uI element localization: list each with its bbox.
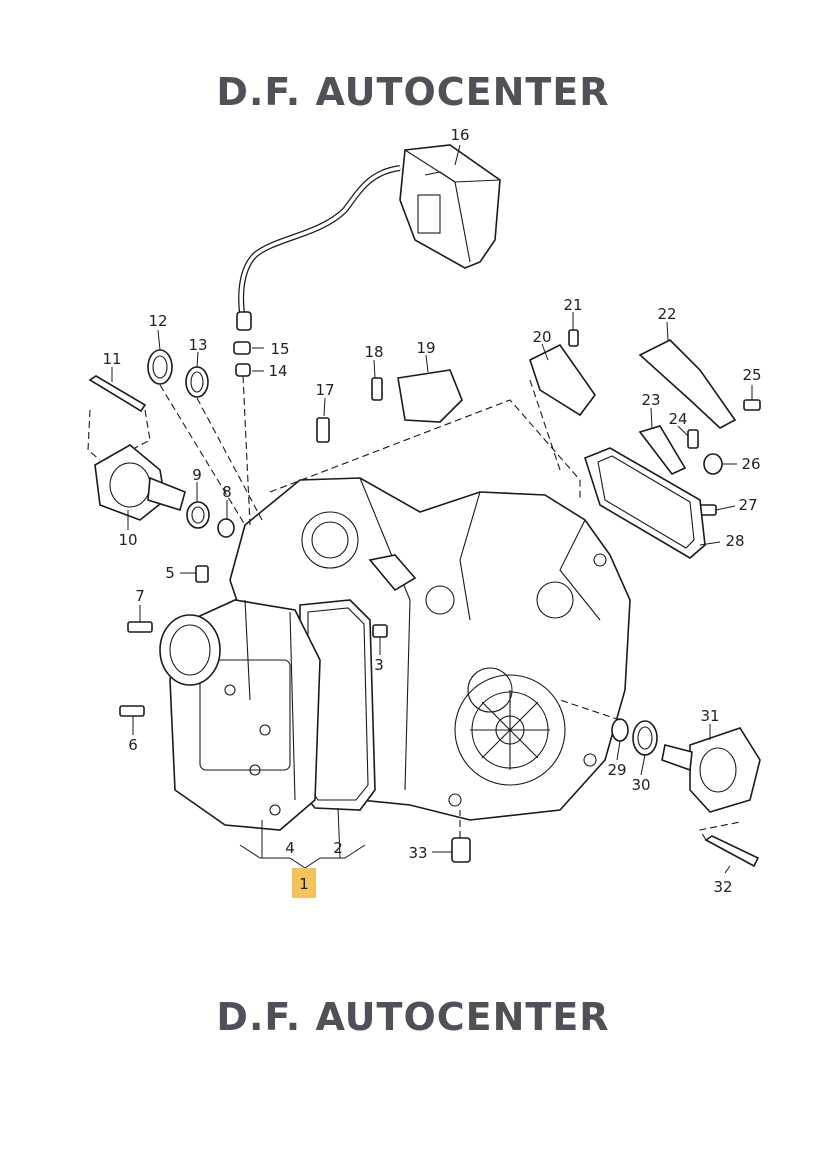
part-17-sleeve[interactable] xyxy=(316,417,330,443)
callout-24[interactable]: 24 xyxy=(668,410,687,428)
part-4-mechatronic-unit[interactable] xyxy=(159,599,321,831)
part-3-plug[interactable] xyxy=(372,624,388,638)
callout-26[interactable]: 26 xyxy=(741,455,760,473)
part-15-cap[interactable] xyxy=(233,341,251,355)
part-29-o-ring[interactable] xyxy=(611,718,629,742)
part-6-bolt[interactable] xyxy=(119,705,145,717)
brand-title-bottom: D.F. AUTOCENTER xyxy=(216,995,610,1039)
callout-22[interactable]: 22 xyxy=(657,305,676,323)
callout-30[interactable]: 30 xyxy=(631,776,650,794)
callout-10[interactable]: 10 xyxy=(118,531,137,549)
part-22-bracket[interactable] xyxy=(638,339,737,429)
callout-6[interactable]: 6 xyxy=(128,736,138,754)
callout-4[interactable]: 4 xyxy=(285,839,295,857)
callout-5[interactable]: 5 xyxy=(165,564,175,582)
part-24-bolt[interactable] xyxy=(687,429,699,449)
leader-lines xyxy=(111,144,753,874)
callout-15[interactable]: 15 xyxy=(270,340,289,358)
callout-21[interactable]: 21 xyxy=(563,296,582,314)
callout-12[interactable]: 12 xyxy=(148,312,167,330)
part-28-cover[interactable] xyxy=(584,447,706,559)
callout-20[interactable]: 20 xyxy=(532,328,551,346)
callout-27[interactable]: 27 xyxy=(738,496,757,514)
part-5-bolt[interactable] xyxy=(195,565,209,583)
part-30-oil-seal[interactable] xyxy=(632,720,658,756)
callout-33[interactable]: 33 xyxy=(408,844,427,862)
callout-7[interactable]: 7 xyxy=(135,587,145,605)
callout-18[interactable]: 18 xyxy=(364,343,383,361)
part-12-oil-seal[interactable] xyxy=(147,349,173,385)
callout-23[interactable]: 23 xyxy=(641,391,660,409)
callout-32[interactable]: 32 xyxy=(713,878,732,896)
callout-8[interactable]: 8 xyxy=(222,483,232,501)
callout-16[interactable]: 16 xyxy=(450,126,469,144)
callout-31[interactable]: 31 xyxy=(700,707,719,725)
part-7-bolt[interactable] xyxy=(127,621,153,633)
callout-14[interactable]: 14 xyxy=(268,362,287,380)
part-21-bolt[interactable] xyxy=(568,329,579,347)
callout-1[interactable]: 1 xyxy=(299,875,309,893)
part-number-callouts: 1 2 3 4 5 6 7 8 9 10 11 12 13 14 15 16 1… xyxy=(102,126,761,896)
callout-19[interactable]: 19 xyxy=(416,339,435,357)
part-11-bolt[interactable] xyxy=(88,375,147,413)
assembly-guide-lines xyxy=(87,375,741,841)
callout-25[interactable]: 25 xyxy=(742,366,761,384)
part-18-bolt[interactable] xyxy=(371,377,383,401)
part-32-bolt[interactable] xyxy=(704,835,760,868)
callout-28[interactable]: 28 xyxy=(725,532,744,550)
part-25-bolt[interactable] xyxy=(743,399,761,411)
callout-2[interactable]: 2 xyxy=(333,839,343,857)
part-19-bracket[interactable] xyxy=(397,369,463,423)
part-9-oil-seal[interactable] xyxy=(186,501,210,529)
callout-17[interactable]: 17 xyxy=(315,381,334,399)
part-20-selector-lever[interactable] xyxy=(529,343,596,417)
callout-13[interactable]: 13 xyxy=(188,336,207,354)
highlight-part-1 xyxy=(292,868,316,898)
callout-3[interactable]: 3 xyxy=(374,656,384,674)
part-23-lever[interactable] xyxy=(638,425,687,475)
part-16-control-unit[interactable] xyxy=(236,144,501,331)
callout-11[interactable]: 11 xyxy=(102,350,121,368)
callout-29[interactable]: 29 xyxy=(607,761,626,779)
part-26-bushing[interactable] xyxy=(703,453,723,475)
part-31-drive-flange[interactable] xyxy=(689,727,761,813)
part-33-drain-plug[interactable] xyxy=(451,837,471,863)
callout-9[interactable]: 9 xyxy=(192,466,202,484)
part-14-plug[interactable] xyxy=(235,363,251,377)
brand-title-top: D.F. AUTOCENTER xyxy=(216,70,610,114)
part-10-drive-flange[interactable] xyxy=(94,444,186,521)
part-27-bolt[interactable] xyxy=(699,504,717,516)
part-8-o-ring[interactable] xyxy=(217,518,235,538)
